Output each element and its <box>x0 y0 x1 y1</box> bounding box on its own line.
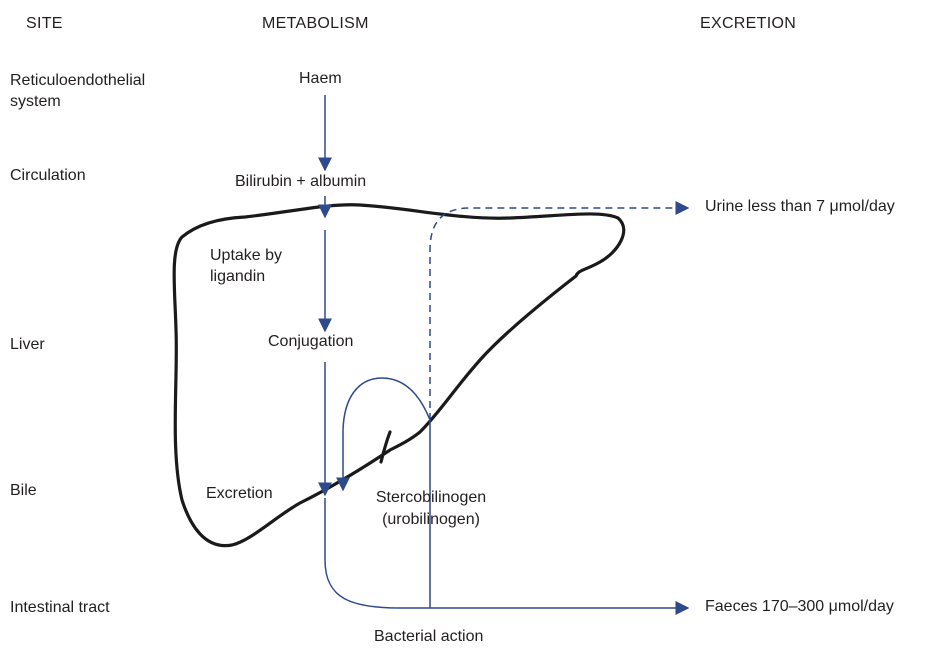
header-site: SITE <box>26 15 63 32</box>
label-conjugation: Conjugation <box>268 333 354 350</box>
label-uptake-by-ligandin: Uptake by <box>210 247 283 264</box>
header-excretion: EXCRETION <box>700 15 797 32</box>
arrow-to-faeces <box>324 498 690 615</box>
liver-outline <box>172 203 626 548</box>
label-bacterial-action: Bacterial action <box>374 628 484 645</box>
label-stercobilinogen: Stercobilinogen <box>375 489 487 506</box>
site-circulation: Circulation <box>10 167 86 184</box>
header-metabolism: METABOLISM <box>262 15 369 32</box>
label-haem: Haem <box>299 70 342 87</box>
site-reticuloendothelial: Reticuloendothelial <box>10 72 146 89</box>
site-intestinal-tract: Intestinal tract <box>10 599 110 616</box>
site-liver: Liver <box>10 336 45 353</box>
label-urobilinogen: (urobilinogen) <box>382 511 480 528</box>
label-faeces: Faeces 170–300 μmol/day <box>705 598 894 615</box>
label-urine: Urine less than 7 μmol/day <box>705 198 895 215</box>
label-bilirubin-albumin: Bilirubin + albumin <box>235 173 367 190</box>
label-uptake-by-ligandin-line2: ligandin <box>210 268 266 285</box>
arrow-to-urine <box>429 201 690 420</box>
site-bile: Bile <box>10 482 37 499</box>
arrow-enterohepatic-loop <box>336 377 431 492</box>
label-excretion: Excretion <box>206 485 273 502</box>
liver-notch <box>379 430 392 464</box>
site-reticuloendothelial-line2: system <box>10 93 61 110</box>
